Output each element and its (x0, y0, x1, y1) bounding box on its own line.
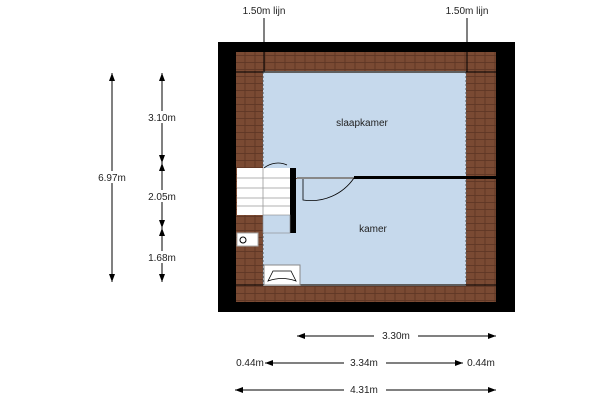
door-swing (302, 177, 355, 201)
room-label-slaapkamer: slaapkamer (336, 118, 388, 129)
dim-upper: 3.10m (148, 113, 176, 124)
dim-total-width: 4.31m (350, 385, 378, 396)
height-label-right: 1.50m lijn (446, 6, 489, 17)
dim-right-edge: 0.44m (467, 358, 495, 369)
height-label-left: 1.50m lijn (243, 6, 286, 17)
dim-inner-width: 3.30m (382, 331, 410, 342)
dim-total-height: 6.97m (98, 173, 126, 184)
stairs (237, 168, 290, 215)
dim-left-edge: 0.44m (236, 358, 264, 369)
floor-slaapkamer (263, 72, 466, 178)
dim-middle: 2.05m (148, 192, 176, 203)
room-label-kamer: kamer (359, 224, 387, 235)
skylight-icon (263, 264, 301, 286)
dim-center-width: 3.34m (350, 358, 378, 369)
dividing-wall (354, 176, 496, 179)
dim-lower: 1.68m (148, 253, 176, 264)
